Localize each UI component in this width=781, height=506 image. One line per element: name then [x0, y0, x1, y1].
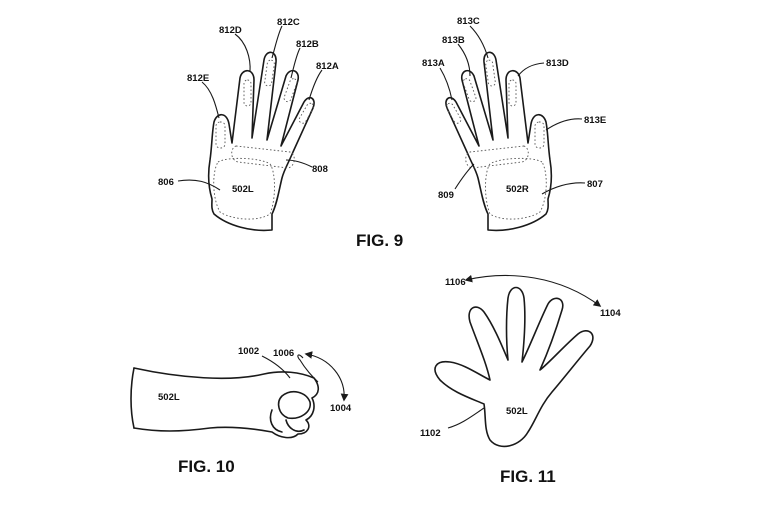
ref-812c: 812C [277, 17, 300, 28]
ref-807: 807 [587, 179, 603, 190]
caption-fig11: FIG. 11 [500, 467, 556, 486]
leader-812b [290, 47, 301, 79]
ref-812d: 812D [219, 25, 242, 36]
pad-813c [485, 59, 496, 87]
fist-thumb [277, 390, 311, 420]
leader-808 [285, 159, 313, 168]
leader-812c [271, 25, 283, 59]
pad-812e [215, 121, 226, 149]
ref-1102: 1102 [420, 428, 441, 439]
pad-812d [243, 79, 252, 107]
heel-pad-806 [213, 157, 275, 220]
arrow-1004 [304, 351, 349, 402]
pad-813d [508, 79, 517, 107]
ref-812b: 812B [296, 39, 319, 50]
arc-1006 [297, 354, 319, 383]
fig9-right-hand: 813C 813B 813A 813D 813E 809 807 502R [422, 16, 606, 232]
ref-813a: 813A [422, 58, 445, 69]
right-hand-outline [445, 51, 553, 232]
forearm-cut-edge [130, 367, 135, 429]
open-hand-outline [434, 286, 594, 448]
ref-813b: 813B [442, 35, 465, 46]
region-502l-fig11: 502L [506, 406, 528, 417]
palm-pad-809 [465, 145, 529, 169]
leader-812d [234, 33, 251, 73]
leader-813c [469, 25, 489, 59]
region-502r-fig9: 502R [506, 184, 529, 195]
ref-813c: 813C [457, 16, 480, 27]
pad-813a [445, 102, 462, 124]
fig11-open-hand: 1106 1104 1102 502L [420, 274, 621, 448]
ref-1006: 1006 [273, 348, 294, 359]
ref-808: 808 [312, 164, 328, 175]
ref-813e: 813E [584, 115, 606, 126]
ref-1004: 1004 [330, 403, 352, 414]
ref-809: 809 [438, 190, 454, 201]
fig9-left-hand: 812D 812C 812B 812A 812E 808 806 502L [158, 17, 339, 232]
ref-812e: 812E [187, 73, 209, 84]
caption-fig9: FIG. 9 [356, 231, 403, 250]
fist-fingers [269, 409, 305, 433]
ref-813d: 813D [546, 58, 569, 69]
palm-pad-808 [231, 145, 295, 169]
leader-812a [308, 69, 323, 101]
ref-1106: 1106 [445, 277, 466, 288]
ref-806: 806 [158, 177, 174, 188]
leader-809 [454, 163, 475, 190]
leader-807 [541, 182, 586, 195]
leader-813e [545, 118, 583, 131]
pad-812a [298, 102, 315, 124]
caption-fig10: FIG. 10 [178, 457, 235, 476]
ref-812a: 812A [316, 61, 339, 72]
leader-1102 [447, 407, 485, 429]
leader-813d [517, 62, 545, 77]
ref-1002: 1002 [238, 346, 259, 357]
pad-812b [283, 78, 298, 103]
leader-1002 [261, 355, 291, 379]
leader-806 [177, 179, 221, 191]
forearm-outline [133, 367, 320, 439]
fig10-fist: 1002 1006 1004 502L [130, 346, 352, 439]
pad-812c [264, 59, 275, 87]
region-502l-fig9: 502L [232, 184, 254, 195]
pad-813b [462, 78, 477, 103]
region-502l-fig10: 502L [158, 392, 180, 403]
leader-813b [457, 43, 471, 77]
leader-813a [439, 67, 453, 101]
left-hand-outline [207, 51, 315, 232]
ref-1104: 1104 [600, 308, 621, 319]
arrow-1104-1106 [464, 274, 602, 307]
leader-812e [201, 81, 220, 119]
pad-813e [534, 121, 545, 149]
heel-pad-807 [485, 157, 547, 220]
